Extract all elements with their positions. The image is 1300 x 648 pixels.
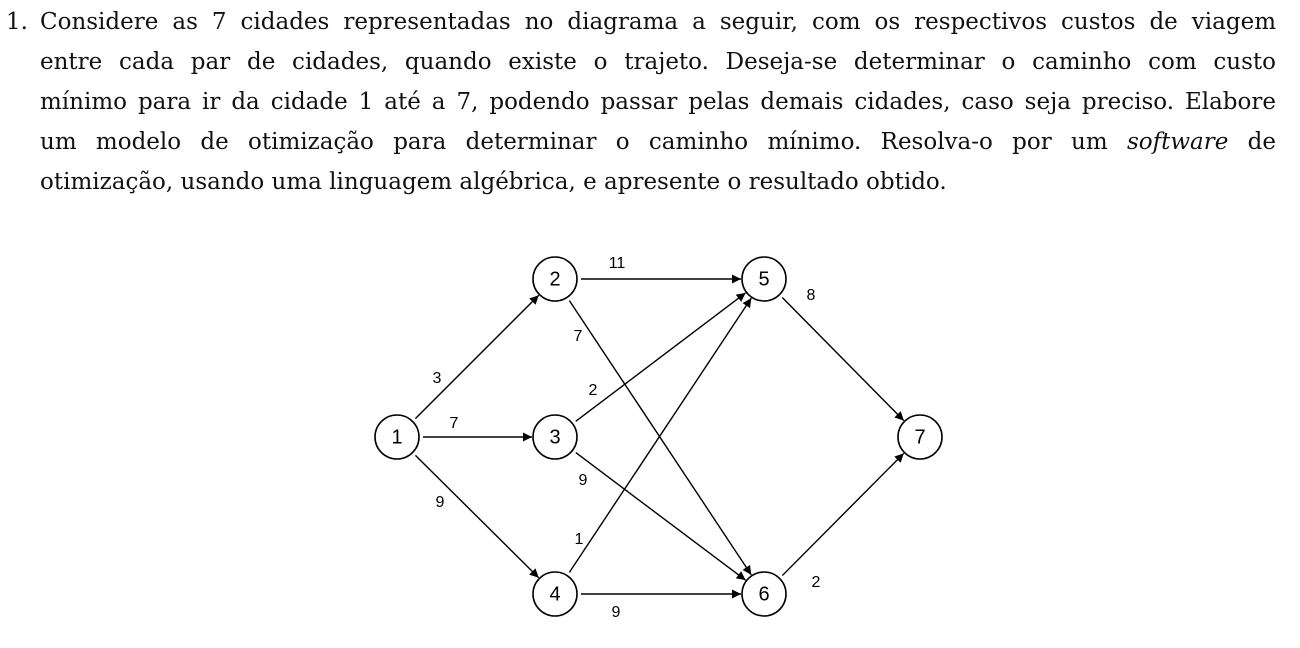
problem-line-1: Considere as 7 cidades representadas no … [40,9,1276,35]
edge-cost-1-3: 7 [450,415,459,432]
city-node-5: 5 [741,256,787,302]
problem-line-3: mínimo para ir da cidade 1 até a 7, pode… [40,89,1276,115]
city-node-circle [374,414,420,460]
city-node-circle [741,256,787,302]
edge-cost-4-5: 1 [575,531,584,548]
city-node-circle [532,414,578,460]
city-node-label: 3 [549,426,560,448]
edge-cost-1-2: 3 [433,370,442,387]
city-node-7: 7 [897,414,943,460]
city-node-1: 1 [374,414,420,460]
city-node-3: 3 [532,414,578,460]
edge-cost-6-7: 2 [812,574,821,591]
edge-2-6 [568,300,752,576]
edge-4-5 [568,297,752,573]
edge-1-4 [414,454,540,579]
city-node-label: 6 [758,583,769,605]
problem-line-5: otimização, usando uma linguagem algébri… [40,169,947,195]
edge-cost-3-5: 2 [589,382,598,399]
city-node-label: 5 [758,268,769,290]
problem-line-4-text: um modelo de otimização para determinar … [40,129,1127,155]
city-node-label: 2 [549,268,560,290]
software-emphasis: software [1126,129,1229,155]
edge-cost-4-6: 9 [612,604,621,621]
city-node-circle [741,571,787,617]
city-node-label: 1 [391,426,402,448]
city-node-label: 7 [914,426,925,448]
edge-3-6 [575,452,747,581]
edge-1-2 [414,294,540,420]
edge-6-7 [781,452,905,577]
edge-cost-1-4: 9 [436,494,445,511]
city-node-circle [532,256,578,302]
city-node-2: 2 [532,256,578,302]
city-node-circle [532,571,578,617]
city-node-4: 4 [532,571,578,617]
city-node-6: 6 [741,571,787,617]
problem-line-4-end: de [1228,129,1276,155]
edge-cost-2-5: 11 [609,255,626,272]
edge-3-5 [575,292,747,422]
edge-cost-3-6: 9 [579,472,588,489]
city-node-label: 4 [549,583,560,605]
problem-line-4: um modelo de otimização para determinar … [40,122,1276,162]
city-node-circle [897,414,943,460]
problem-number: 1. [6,9,28,35]
edge-cost-2-6: 7 [574,328,583,345]
edge-5-7 [781,297,905,422]
edge-cost-5-7: 8 [807,287,816,304]
problem-line-2: entre cada par de cidades, quando existe… [40,49,1276,75]
